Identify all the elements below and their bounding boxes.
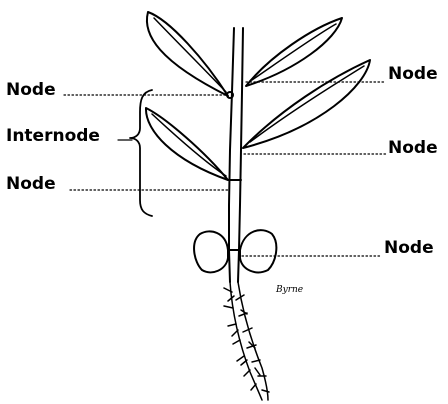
label-node-right-bottom: Node (384, 240, 434, 257)
leaf-upper-left (147, 12, 228, 96)
label-node-left-top: Node (6, 82, 56, 99)
leaf-upper-right (246, 18, 342, 86)
leaf-middle-left (146, 108, 228, 180)
label-node-right-top: Node (388, 66, 438, 83)
artist-signature: Byrne (276, 285, 303, 295)
label-node-left-bottom: Node (6, 176, 56, 193)
node-mark-top (227, 92, 233, 98)
leader-lines (64, 82, 386, 256)
root (224, 282, 269, 400)
label-internode: Internode (6, 128, 100, 145)
cotyledon-right (240, 230, 276, 272)
cotyledon-left (194, 231, 228, 272)
label-node-right-middle: Node (388, 140, 438, 157)
